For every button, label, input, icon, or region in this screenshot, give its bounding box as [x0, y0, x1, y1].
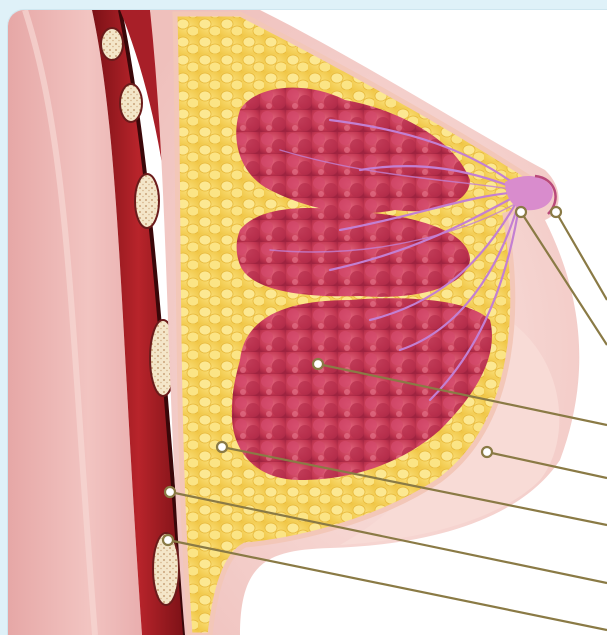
lobule-marker: [313, 359, 323, 369]
fat-marker: [217, 442, 227, 452]
rib: [101, 28, 123, 60]
skin-marker: [482, 447, 492, 457]
muscle-marker: [165, 487, 175, 497]
rib: [135, 174, 159, 228]
rib-marker: [163, 535, 173, 545]
nipple-marker: [551, 207, 561, 217]
duct-marker: [516, 207, 526, 217]
rib: [120, 84, 142, 122]
